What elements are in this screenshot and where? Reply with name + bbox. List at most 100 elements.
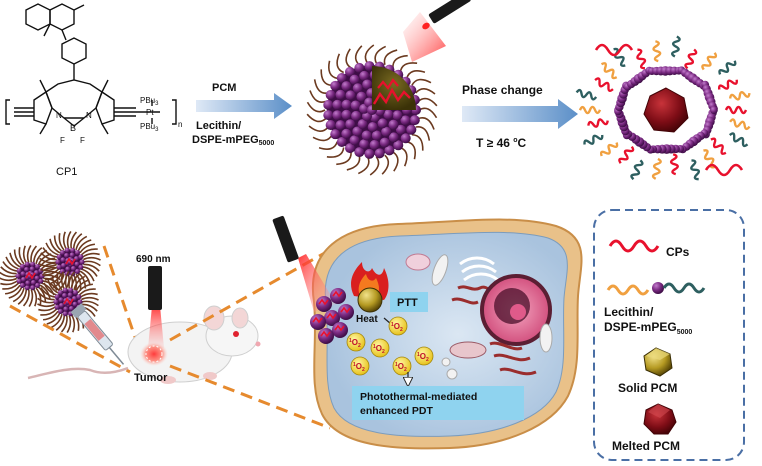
lipid-bead bbox=[20, 271, 26, 277]
lipid-tail bbox=[47, 278, 59, 294]
lipid-tail bbox=[39, 263, 58, 268]
polymer-squiggle bbox=[630, 159, 644, 181]
arrow1-line2: DSPE-mPEG5000 bbox=[192, 134, 274, 147]
singlet-oxygen-drop bbox=[392, 356, 412, 376]
lipid-tail bbox=[0, 266, 17, 275]
lipid-bead bbox=[325, 89, 336, 100]
legend-solid-pcm-label: Solid PCM bbox=[618, 381, 677, 395]
lipid-bead bbox=[336, 72, 347, 83]
lipid-tail bbox=[80, 296, 99, 301]
cp-chain bbox=[340, 306, 351, 314]
lipid-bead bbox=[341, 109, 352, 120]
lipid-tail bbox=[17, 288, 28, 305]
lipid-bead bbox=[57, 308, 64, 314]
polymer-squiggle bbox=[618, 145, 635, 164]
singlet-oxygen-drop bbox=[350, 356, 370, 376]
lipid-bead bbox=[78, 264, 84, 270]
singlet-oxygen-label: 1O2 bbox=[349, 338, 361, 349]
lipid-bead bbox=[341, 99, 352, 110]
lipid-bead bbox=[56, 264, 62, 270]
lipid-tail bbox=[26, 244, 32, 263]
polymer-squiggle bbox=[724, 105, 748, 115]
arrow1-top-label: PCM bbox=[212, 82, 236, 94]
lipid-tail bbox=[22, 289, 30, 307]
lipid-bead bbox=[38, 278, 44, 284]
lipid-bead bbox=[374, 148, 385, 159]
melted-pcm-icon bbox=[643, 403, 677, 435]
lipid-tail bbox=[46, 312, 61, 325]
lipid-bead bbox=[23, 266, 30, 273]
lipid-bead bbox=[367, 121, 378, 132]
lipid-bead bbox=[336, 137, 347, 148]
lipid-bead bbox=[16, 278, 22, 284]
lipid-tail bbox=[32, 247, 43, 264]
lipid-tail bbox=[40, 287, 56, 298]
fluorine-atom-left: F bbox=[60, 136, 65, 145]
singlet-oxygen-label: 1O2 bbox=[353, 362, 365, 373]
lipid-bead bbox=[323, 110, 334, 121]
lipid-bead bbox=[63, 306, 69, 312]
laser-beam-mouse bbox=[148, 306, 164, 348]
lipid-bead bbox=[383, 109, 394, 120]
cp-chain bbox=[334, 324, 345, 332]
laser-wavelength-label: 690 nm bbox=[136, 254, 171, 265]
polymer-squiggle bbox=[613, 47, 626, 67]
lipid-bead bbox=[409, 115, 420, 126]
lipid-bead bbox=[30, 285, 36, 291]
polymer-squiggle bbox=[600, 62, 618, 80]
lipid-tail bbox=[39, 284, 51, 300]
lipid-bead bbox=[64, 247, 70, 253]
lipid-tail bbox=[77, 283, 94, 294]
lipid-tail bbox=[66, 315, 72, 334]
lipid-bead bbox=[79, 259, 85, 265]
lipid-bead bbox=[323, 99, 334, 110]
fluorine-atom-right: F bbox=[80, 136, 85, 145]
lipid-bead bbox=[62, 287, 68, 293]
lipid-bead bbox=[34, 264, 41, 270]
lipid-bead bbox=[341, 81, 352, 92]
lipid-tail bbox=[50, 313, 63, 329]
lipid-tail bbox=[0, 280, 18, 286]
polymer-squiggle bbox=[690, 159, 701, 181]
nitrogen-atom-left: N bbox=[56, 111, 62, 120]
pdt-box bbox=[352, 386, 524, 420]
lipid-tail bbox=[8, 286, 23, 299]
lipid-tail bbox=[44, 270, 61, 281]
lipid-bead bbox=[406, 124, 417, 135]
polymer-squiggle bbox=[728, 91, 751, 101]
lipid-tail bbox=[364, 44, 375, 64]
singlet-oxygen-label: 1O2 bbox=[373, 344, 385, 355]
lipid-tail bbox=[418, 107, 438, 119]
lipid-bead bbox=[349, 74, 360, 85]
lipid-tail bbox=[415, 125, 431, 141]
arrow2-bottom-label: T ≥ 46 oC bbox=[476, 136, 527, 150]
lipid-bead bbox=[356, 91, 367, 102]
lipid-bead bbox=[68, 305, 75, 312]
cp-chain bbox=[332, 290, 343, 298]
lipid-tail bbox=[71, 314, 76, 333]
lipid-tail bbox=[4, 284, 21, 295]
polymer-squiggle bbox=[684, 48, 698, 70]
lipid-bead bbox=[349, 135, 360, 146]
lipid-bead bbox=[54, 304, 60, 310]
lipid-tail bbox=[75, 279, 90, 292]
laser-tip-top bbox=[422, 22, 430, 30]
lipid-tail bbox=[39, 257, 57, 264]
laser-pointer-top bbox=[428, 0, 471, 24]
lipid-tail bbox=[73, 275, 86, 291]
lipid-tail bbox=[2, 282, 20, 290]
lipid-tail bbox=[82, 252, 100, 258]
lipid-bead bbox=[400, 133, 411, 144]
polymer-squiggle bbox=[718, 60, 737, 75]
lipid-bead bbox=[34, 275, 40, 281]
lipid-tail bbox=[70, 231, 78, 249]
lipid-tail bbox=[83, 260, 101, 267]
cp-chain bbox=[326, 312, 337, 320]
lipid-tail bbox=[79, 270, 91, 286]
lipid-tail bbox=[381, 154, 390, 175]
polymer-squiggle bbox=[651, 157, 662, 180]
lipid-tail bbox=[33, 288, 38, 307]
lipid-tail bbox=[369, 156, 380, 176]
lipid-tail bbox=[64, 270, 70, 289]
